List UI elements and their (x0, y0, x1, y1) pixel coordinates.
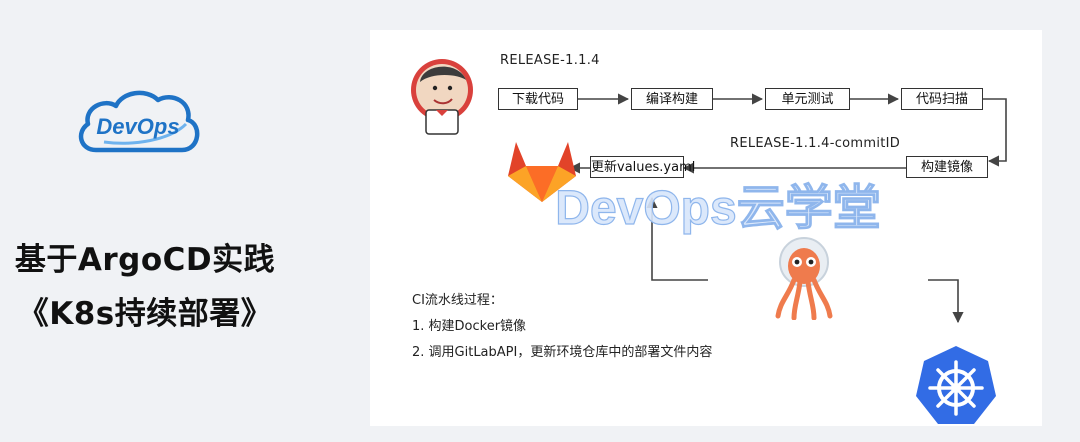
release-commit-label: RELEASE-1.1.4-commitID (730, 136, 901, 151)
watermark-text: DevOps云学堂 (555, 182, 880, 235)
watermark: DevOps云学堂 (518, 176, 918, 236)
jenkins-icon (408, 58, 476, 136)
ci-notes: CI流水线过程： 1. 构建Docker镜像 2. 调用GitLabAPI，更新… (412, 288, 712, 366)
step-compile-build: 编译构建 (631, 88, 713, 110)
kubernetes-icon (914, 344, 998, 426)
ci-pipeline-diagram: RELEASE-1.1.4 RELEASE-1.1.4-commitID 下载代… (370, 30, 1042, 426)
devops-logo: DevOps (74, 84, 202, 162)
step-unit-test: 单元测试 (765, 88, 850, 110)
notes-item: 1. 构建Docker镜像 (412, 319, 527, 334)
release-label: RELEASE-1.1.4 (500, 53, 600, 68)
pipeline-arrows (568, 93, 1007, 324)
notes-heading: CI流水线过程： (412, 293, 503, 308)
argocd-icon (772, 236, 836, 320)
step-update-values: 更新values.yaml (590, 156, 695, 178)
step-download-code: 下载代码 (498, 88, 578, 110)
page-subtitle: 《K8s持续部署》 (17, 296, 273, 332)
logo-text: DevOps (96, 114, 179, 139)
page-title: 基于ArgoCD实践 (14, 242, 276, 278)
arrow-argocd-to-values (646, 196, 716, 281)
step-build-image: 构建镜像 (906, 156, 988, 178)
arrow-scan-to-image (983, 98, 1007, 167)
left-panel: DevOps 基于ArgoCD实践 《K8s持续部署》 (0, 0, 360, 442)
notes-item: 2. 调用GitLabAPI，更新环境仓库中的部署文件内容 (412, 345, 713, 360)
gitlab-icon (504, 136, 580, 206)
step-code-scan: 代码扫描 (901, 88, 983, 110)
